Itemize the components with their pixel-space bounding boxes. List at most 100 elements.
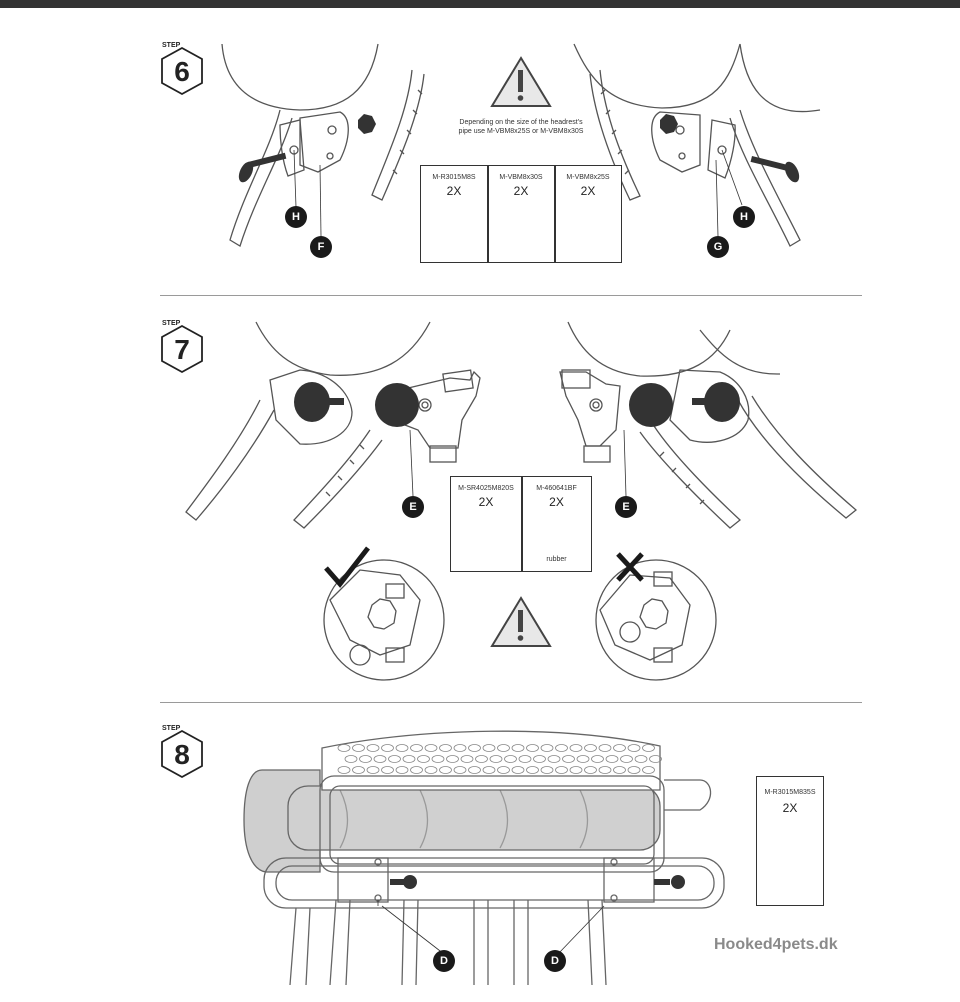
mesh-hole <box>410 744 423 752</box>
mesh-hole <box>518 755 532 763</box>
cell-divider <box>554 166 556 262</box>
callout-g: G <box>707 236 729 258</box>
part-cell: M-R3015M8S 2X <box>421 166 487 262</box>
mesh-hole <box>562 755 575 763</box>
mesh-hole <box>366 766 380 774</box>
mesh-hole <box>431 755 445 763</box>
step-8-illustration <box>243 730 725 986</box>
part-cell: M-VBM8x25S 2X <box>555 166 621 262</box>
part-cell: M-R3015M835S 2X <box>757 777 823 905</box>
part-qty: 2X <box>513 184 529 198</box>
mesh-hole <box>547 755 561 763</box>
cell-divider <box>487 166 489 262</box>
mesh-hole <box>497 766 510 774</box>
cross-icon <box>616 552 644 582</box>
part-code: M-460641BF <box>536 485 577 492</box>
step-label: STEP <box>162 42 181 49</box>
mesh-hole <box>540 766 554 774</box>
mesh-hole <box>613 766 626 774</box>
mesh-hole <box>439 766 452 774</box>
mesh-hole <box>511 744 525 752</box>
mesh-hole <box>359 755 372 763</box>
mesh-hole <box>526 766 539 774</box>
mesh-hole <box>627 766 641 774</box>
mesh-hole <box>504 755 517 763</box>
mesh-hole <box>620 755 633 763</box>
warning-icon <box>490 596 552 647</box>
mesh-hole <box>453 744 467 752</box>
mesh-hole <box>627 744 641 752</box>
mesh-hole <box>569 766 583 774</box>
mesh-hole <box>642 766 655 774</box>
mesh-hole <box>395 766 409 774</box>
mesh-hole <box>555 766 568 774</box>
mesh-hole <box>526 744 539 752</box>
mesh-hole <box>555 744 568 752</box>
parts-box-step-6: M-R3015M8S 2X M-VBM8x30S 2X M-VBM8x25S 2… <box>420 165 622 263</box>
mesh-hole <box>468 744 481 752</box>
mesh-hole <box>381 744 394 752</box>
mesh-hole <box>497 744 510 752</box>
mesh-hole <box>605 755 619 763</box>
mesh-hole <box>352 766 365 774</box>
mesh-hole <box>540 744 554 752</box>
mesh-hole <box>352 744 365 752</box>
mesh-hole <box>468 766 481 774</box>
step-number: 7 <box>174 334 190 365</box>
part-cell: M-460641BF 2X rubber <box>522 477 591 571</box>
step-7-badge: STEP 7 <box>160 320 208 378</box>
part-code: M-VBM8x30S <box>499 174 543 181</box>
mesh-hole <box>337 766 351 774</box>
part-note: rubber <box>546 556 567 563</box>
step-label: STEP <box>162 725 181 732</box>
step-7-illustration <box>185 321 858 529</box>
mesh-hole <box>453 766 467 774</box>
part-code: M-SR4025M820S <box>458 485 514 492</box>
mesh-hole <box>598 766 612 774</box>
incorrect-detail <box>595 559 717 681</box>
step-8-badge: STEP 8 <box>160 725 208 783</box>
correct-detail <box>323 559 445 681</box>
step-6-badge: STEP 6 <box>160 42 208 100</box>
mesh-hole <box>591 755 604 763</box>
step-label: STEP <box>162 320 181 327</box>
mesh-hole <box>584 766 597 774</box>
watermark: Hooked4pets.dk <box>714 936 838 953</box>
mesh-hole <box>642 744 655 752</box>
callout-f: F <box>310 236 332 258</box>
mesh-hole <box>446 755 459 763</box>
callout-d: D <box>433 950 455 972</box>
part-qty: 2X <box>446 184 462 198</box>
mesh-hole <box>489 755 503 763</box>
part-qty: 2X <box>782 801 798 815</box>
parts-box-step-8: M-R3015M835S 2X <box>756 776 824 906</box>
mesh-hole <box>634 755 648 763</box>
mesh-hole <box>439 744 452 752</box>
mesh-hole <box>584 744 597 752</box>
top-bar <box>0 0 960 8</box>
mesh-hole <box>613 744 626 752</box>
mesh-hole <box>410 766 423 774</box>
mesh-hole <box>482 766 496 774</box>
mesh-hole <box>337 744 351 752</box>
mesh-hole <box>533 755 546 763</box>
callout-e: E <box>402 496 424 518</box>
part-cell: M-VBM8x30S 2X <box>488 166 554 262</box>
part-code: M-VBM8x25S <box>566 174 610 181</box>
section-divider <box>160 702 862 703</box>
mesh-hole <box>460 755 474 763</box>
mesh-hole <box>373 755 387 763</box>
mesh-hole <box>649 755 662 763</box>
mesh-hole <box>475 755 488 763</box>
parts-box-step-7: M-SR4025M820S 2X M-460641BF 2X rubber <box>450 476 592 572</box>
part-cell: M-SR4025M820S 2X <box>451 477 521 571</box>
callout-d: D <box>544 950 566 972</box>
part-code: M-R3015M8S <box>432 174 476 181</box>
mesh-hole <box>381 766 394 774</box>
section-divider <box>160 295 862 296</box>
mesh-hole <box>424 744 438 752</box>
mesh-hole <box>598 744 612 752</box>
mesh-hole <box>482 744 496 752</box>
mesh-hole <box>402 755 416 763</box>
mesh-hole <box>344 755 358 763</box>
